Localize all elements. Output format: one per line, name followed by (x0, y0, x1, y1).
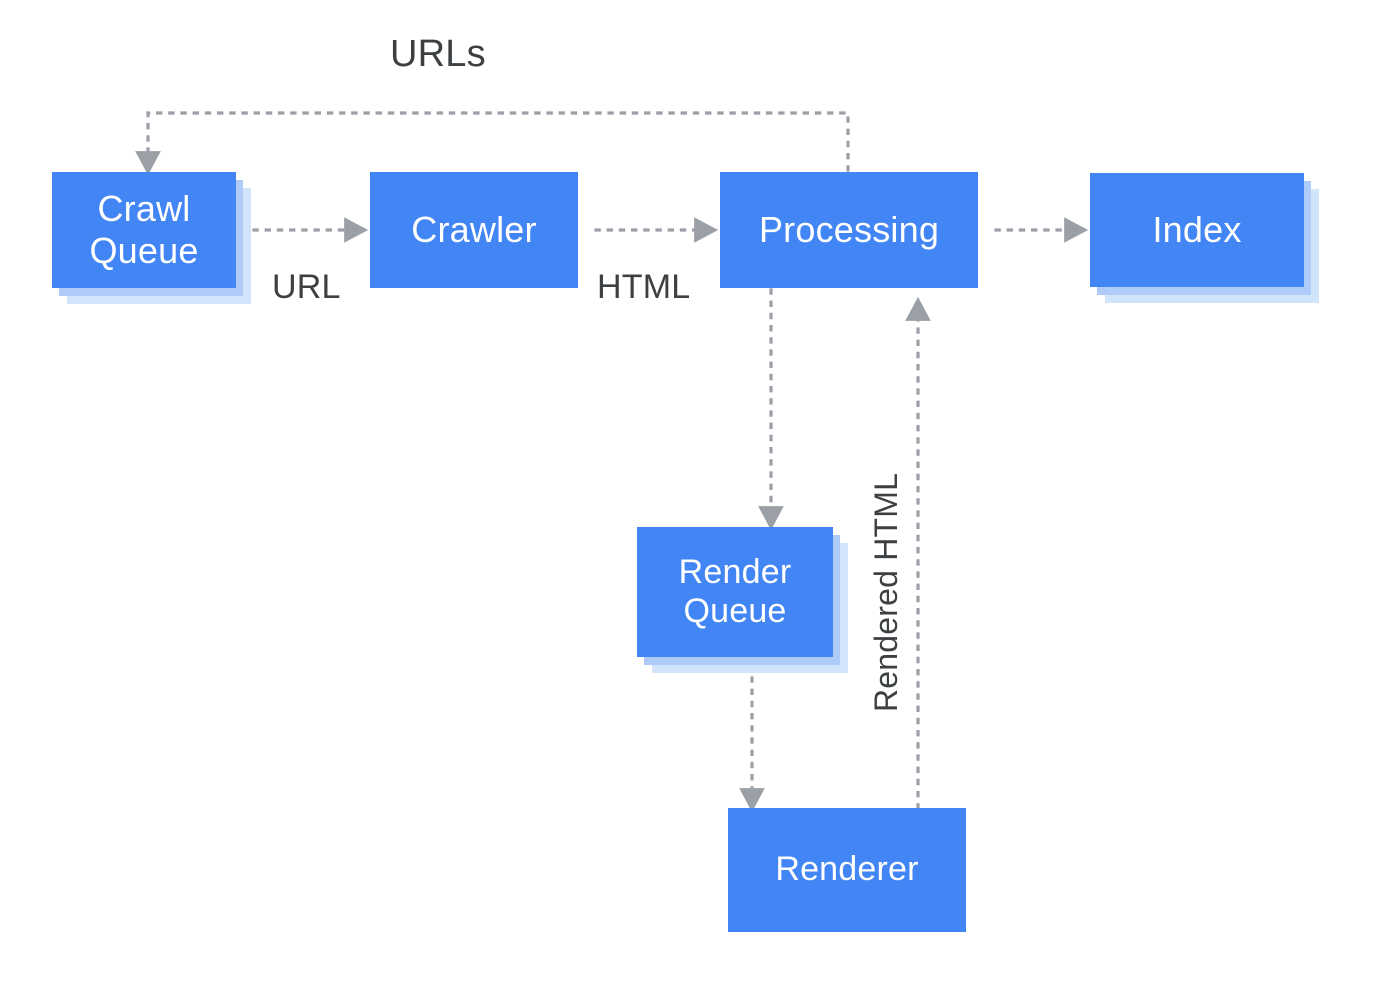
node-face: Index (1090, 173, 1304, 287)
node-label-line: Renderer (775, 850, 919, 889)
node-crawler[interactable]: Crawler (370, 172, 578, 288)
node-face: Processing (720, 172, 978, 288)
edge-label-urls: URLs (390, 33, 486, 75)
node-label-line: Queue (89, 230, 199, 271)
node-label-line: Index (1152, 209, 1242, 251)
node-index[interactable]: Index (1090, 173, 1319, 303)
node-renderer[interactable]: Renderer (728, 808, 966, 932)
node-face: Render Queue (637, 527, 833, 657)
edge-label-html: HTML (597, 268, 691, 306)
node-render-queue[interactable]: Render Queue (637, 527, 848, 673)
node-label-line: Crawler (411, 209, 537, 251)
node-face: Crawl Queue (52, 172, 236, 288)
node-label-line: Processing (758, 209, 940, 251)
node-crawl-queue[interactable]: Crawl Queue (52, 172, 251, 304)
node-label-line: Crawl (97, 188, 191, 230)
edge-label-rendered-html: Rendered HTML (868, 472, 904, 712)
node-label-line: Render (678, 552, 792, 591)
node-face: Crawler (370, 172, 578, 288)
node-processing[interactable]: Processing (720, 172, 978, 288)
node-face: Renderer (728, 808, 966, 932)
edge-processing-to-crawlqueue (135, 111, 850, 176)
node-label-line: Queue (683, 592, 787, 630)
edge-label-url: URL (272, 268, 341, 306)
